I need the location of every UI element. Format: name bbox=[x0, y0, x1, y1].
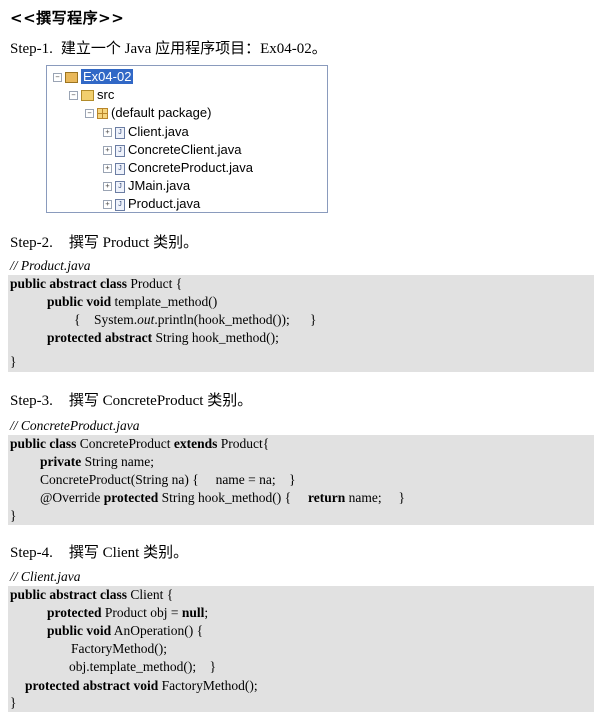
tree-label-src[interactable]: src bbox=[97, 87, 115, 102]
tree-label-file[interactable]: ConcreteProduct.java bbox=[128, 160, 254, 175]
step-1-label: Step-1. bbox=[10, 41, 53, 57]
code-line: } bbox=[10, 695, 17, 710]
code-line: public void AnOperation() { bbox=[47, 623, 204, 638]
code-block-client: public abstract class Client { protected… bbox=[8, 586, 594, 712]
step-3-text: 撰写 ConcreteProduct 类别。 bbox=[68, 393, 253, 409]
code-line: public abstract class Product { bbox=[10, 276, 183, 291]
step-2-text: 撰写 Product 类别。 bbox=[68, 235, 199, 251]
code-line: { System.out.println(hook_method()); } bbox=[74, 312, 317, 327]
code-line: public abstract class Client { bbox=[10, 587, 174, 602]
code-line: protected Product obj = null; bbox=[47, 605, 209, 620]
step-4-text: 撰写 Client 类别。 bbox=[68, 545, 189, 561]
tree-node-src[interactable]: − src bbox=[69, 86, 114, 103]
code-line: protected abstract void FactoryMethod(); bbox=[25, 678, 258, 693]
java-file-icon: J bbox=[115, 144, 125, 157]
step-4-label: Step-4. bbox=[10, 545, 53, 561]
package-icon bbox=[97, 108, 108, 120]
tree-label-project[interactable]: Ex04-02 bbox=[81, 69, 134, 84]
code-line: private String name; bbox=[40, 454, 154, 469]
step-1: Step-1. 建立一个 Java 应用程序项目：Ex04-02。 bbox=[10, 37, 327, 58]
code-line: } bbox=[10, 354, 17, 369]
tree-label-file[interactable]: JMain.java bbox=[128, 178, 191, 193]
expand-icon[interactable]: + bbox=[103, 200, 112, 210]
code-line: protected abstract String hook_method(); bbox=[47, 330, 279, 345]
page-heading: <<撰写程序>> bbox=[10, 9, 125, 27]
step-2-label: Step-2. bbox=[10, 235, 53, 251]
collapse-icon[interactable]: − bbox=[53, 73, 62, 83]
step-3: Step-3. 撰写 ConcreteProduct 类别。 bbox=[10, 389, 252, 410]
expand-icon[interactable]: + bbox=[103, 146, 112, 156]
tree-node-project[interactable]: − Ex04-02 bbox=[53, 68, 134, 85]
java-file-icon: J bbox=[115, 198, 125, 211]
java-file-icon: J bbox=[115, 162, 125, 175]
java-file-icon: J bbox=[115, 180, 125, 193]
expand-icon[interactable]: + bbox=[103, 128, 112, 138]
code-line: } bbox=[10, 508, 17, 523]
tree-node-package[interactable]: − (default package) bbox=[85, 104, 211, 121]
expand-icon[interactable]: + bbox=[103, 182, 112, 192]
code-block-concrete-product: public class ConcreteProduct extends Pro… bbox=[8, 435, 594, 525]
code-block-product: public abstract class Product { public v… bbox=[8, 275, 594, 372]
code-line: obj.template_method(); } bbox=[69, 659, 217, 674]
step-2: Step-2. 撰写 Product 类别。 bbox=[10, 231, 198, 252]
collapse-icon[interactable]: − bbox=[85, 109, 94, 119]
code-title-product: // Product.java bbox=[10, 258, 91, 273]
collapse-icon[interactable]: − bbox=[69, 91, 78, 101]
code-line: FactoryMethod(); bbox=[71, 641, 167, 656]
step-3-label: Step-3. bbox=[10, 393, 53, 409]
tree-label-file[interactable]: ConcreteClient.java bbox=[128, 142, 242, 157]
tree-label-package[interactable]: (default package) bbox=[111, 105, 212, 120]
java-file-icon: J bbox=[115, 126, 125, 139]
code-line: ConcreteProduct(String na) { name = na; … bbox=[40, 472, 296, 487]
code-line: @Override protected String hook_method()… bbox=[40, 490, 405, 505]
step-4: Step-4. 撰写 Client 类别。 bbox=[10, 541, 188, 562]
tree-label-file[interactable]: Client.java bbox=[128, 124, 189, 139]
code-line: public void template_method() bbox=[47, 294, 218, 309]
tree-label-file[interactable]: Product.java bbox=[128, 196, 201, 211]
code-title-client: // Client.java bbox=[10, 569, 81, 584]
step-1-text: 建立一个 Java 应用程序项目：Ex04-02。 bbox=[60, 41, 327, 57]
code-title-concrete-product: // ConcreteProduct.java bbox=[10, 418, 140, 433]
code-line: public class ConcreteProduct extends Pro… bbox=[10, 436, 270, 451]
source-folder-icon bbox=[81, 90, 94, 102]
project-folder-icon bbox=[65, 72, 78, 84]
expand-icon[interactable]: + bbox=[103, 164, 112, 174]
